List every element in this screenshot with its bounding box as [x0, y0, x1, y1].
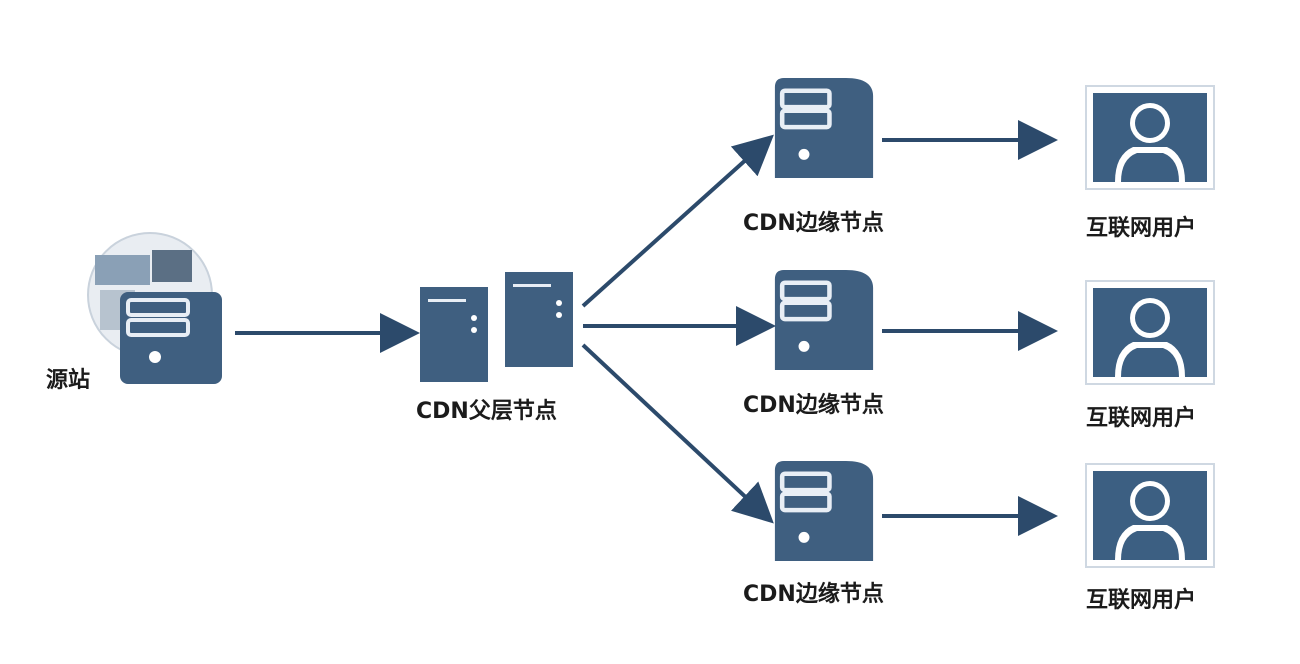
user-label-2: 互联网用户	[1086, 406, 1197, 431]
user-icon	[1085, 85, 1215, 190]
parent-server-pair-icon	[420, 272, 573, 382]
user-label-1: 互联网用户	[1086, 216, 1197, 241]
arrow-parent-to-edge-3	[581, 343, 774, 524]
user-icon	[1085, 280, 1215, 385]
edge-label-3: CDN边缘节点	[743, 582, 884, 607]
parent-label: CDN父层节点	[416, 399, 557, 424]
edge-server-icon	[775, 461, 873, 561]
user-label-3: 互联网用户	[1086, 588, 1197, 613]
origin-server-icon	[87, 232, 222, 384]
user-icon	[1085, 463, 1215, 568]
edge-label-2: CDN边缘节点	[743, 393, 884, 418]
edge-server-icon	[775, 270, 873, 370]
arrow-parent-to-edge-1	[581, 134, 774, 308]
origin-label: 源站	[46, 368, 91, 393]
edge-server-icon	[775, 78, 873, 178]
edge-label-1: CDN边缘节点	[743, 211, 884, 236]
